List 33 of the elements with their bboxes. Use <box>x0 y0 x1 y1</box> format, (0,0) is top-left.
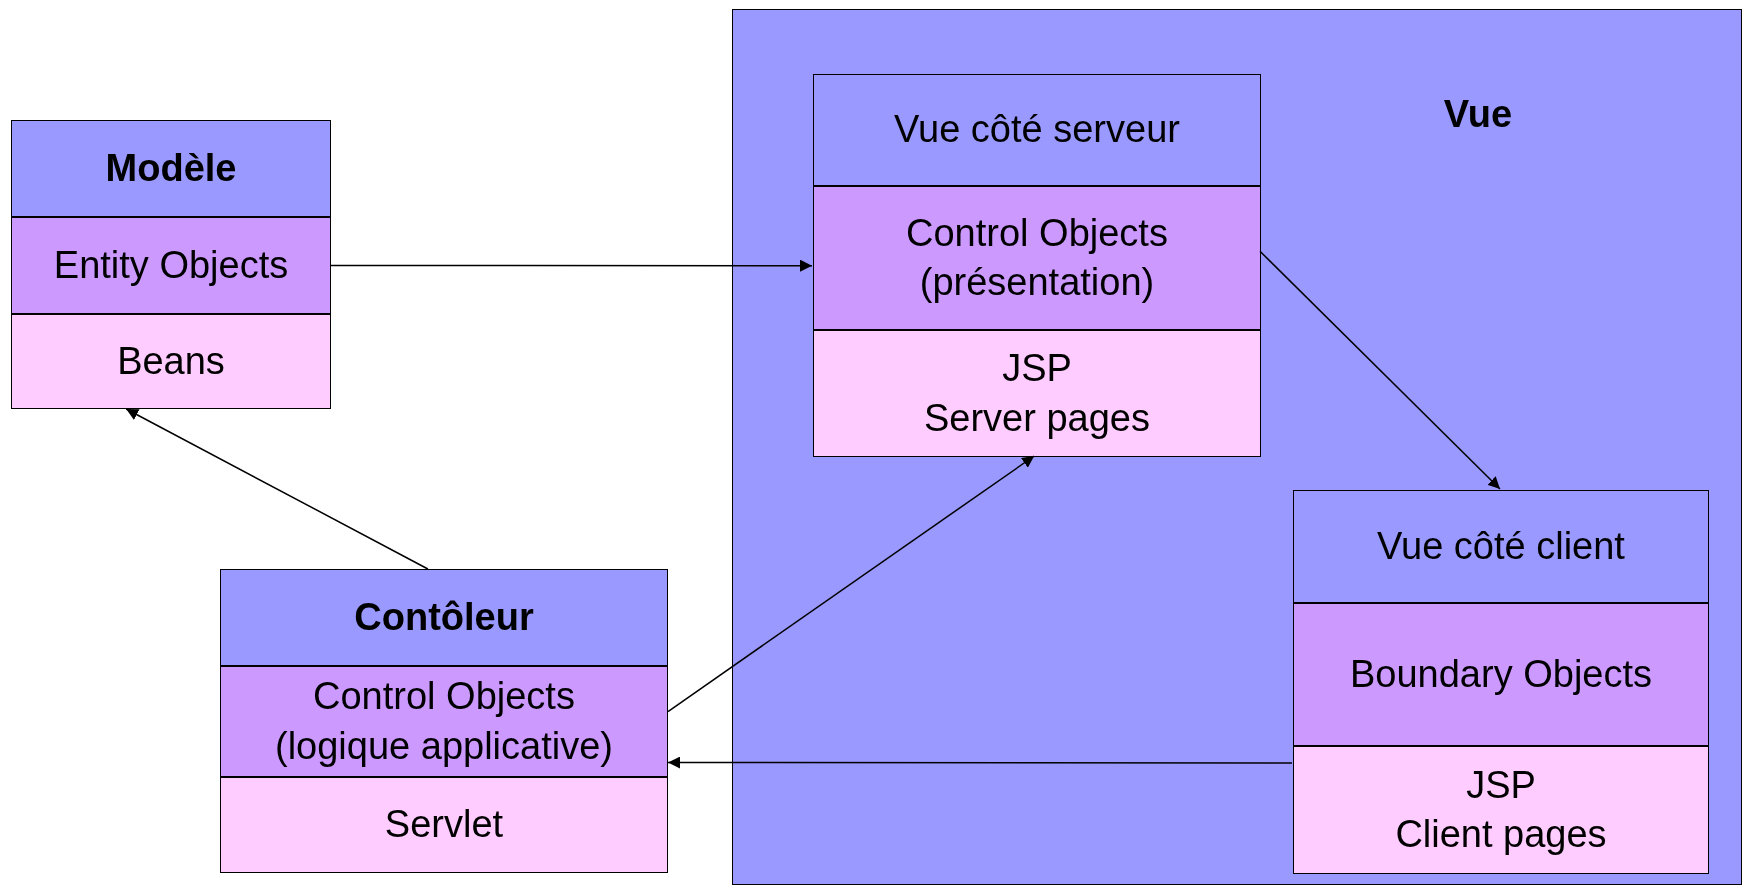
header-section <box>813 74 1261 186</box>
bottom-section <box>220 777 668 873</box>
section-text: Entity Objects <box>53 242 289 288</box>
section-text: Beans <box>117 338 225 384</box>
header-section <box>220 569 668 666</box>
middle-section <box>1293 603 1709 746</box>
section-text: Vue côté serveur <box>894 107 1180 153</box>
bottom-section <box>11 314 331 409</box>
middle-section <box>11 217 331 314</box>
middle-section <box>813 186 1261 330</box>
arrow <box>330 259 813 272</box>
section-text: JSP <box>1002 346 1072 392</box>
arrow <box>1259 250 1501 490</box>
section-text: Control Objects (logique applicative) <box>274 674 614 769</box>
arrow <box>125 408 429 570</box>
section-text: Control Objects (présentation) <box>905 210 1169 305</box>
section-text: Boundary Objects <box>1349 651 1653 697</box>
view-panel <box>732 9 1742 885</box>
arrow <box>667 455 1035 713</box>
header-section <box>11 120 331 217</box>
section-text: Contôleur <box>354 594 534 640</box>
section-text: Client pages <box>1395 812 1607 857</box>
middle-section <box>220 666 668 777</box>
panel-title: Vue <box>1442 92 1514 137</box>
section-text: Server pages <box>924 395 1150 441</box>
bottom-section <box>1293 746 1709 874</box>
section-text: Vue côté client <box>1377 523 1625 569</box>
header-section <box>1293 490 1709 603</box>
bottom-section <box>813 330 1261 457</box>
section-text: Modèle <box>105 145 237 191</box>
section-text: Servlet <box>384 802 504 848</box>
arrow <box>667 756 1293 769</box>
section-text: JSP <box>1466 762 1536 808</box>
